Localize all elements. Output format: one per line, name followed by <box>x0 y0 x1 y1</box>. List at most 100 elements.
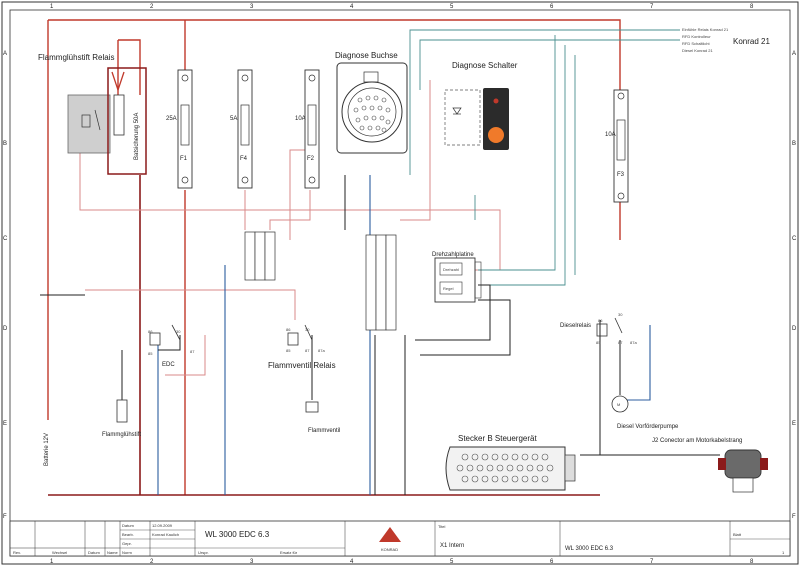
relay-pin: 86 <box>286 327 291 332</box>
konrad-signal: Diesel Konrad 21 <box>682 48 713 53</box>
col-marker: 7 <box>650 559 654 565</box>
wire-pink-4 <box>85 289 296 320</box>
diagnose-switch-frame <box>444 89 481 146</box>
tb-header: Datum <box>88 550 100 555</box>
relay-pin: 87 <box>618 340 623 345</box>
led-icon <box>452 107 462 115</box>
sheet-label: Blatt <box>733 532 742 537</box>
konrad-signal: RFD Kontrolleur <box>682 34 711 39</box>
wire-blue-4 <box>625 325 651 401</box>
diagnose-buchse-label: Diagnose Buchse <box>335 51 398 60</box>
stecker-b-label: Stecker B Steuergerät <box>458 434 537 443</box>
col-marker: 2 <box>150 559 154 565</box>
row-marker: D <box>792 326 797 332</box>
column-markers: 1 2 3 4 5 6 7 8 <box>50 4 754 10</box>
wires-red <box>47 19 621 495</box>
wire-teal-3 <box>478 35 556 271</box>
row-marker: A <box>3 51 7 57</box>
tb-meta-value: Konrad Kaulich <box>152 532 179 537</box>
konrad-signal-list: Einfühle Relais Konrad 21 RFD Kontrolleu… <box>682 27 729 53</box>
wire-black-5 <box>158 335 181 351</box>
fuse-f1-rating: 25A <box>166 116 177 122</box>
svg-text:M: M <box>617 402 620 407</box>
wires-black <box>40 129 720 495</box>
konrad-label: Konrad 21 <box>733 37 770 46</box>
wires-teal <box>409 29 680 286</box>
row-marker: B <box>3 141 7 147</box>
tb-header: Rev. <box>13 550 21 555</box>
col-marker: 3 <box>250 559 254 565</box>
konrad-logo: KONRAD <box>379 527 401 552</box>
relay-pin: 85 <box>596 340 601 345</box>
col-marker: 6 <box>550 4 554 10</box>
col-marker: 5 <box>450 4 454 10</box>
row-marker: B <box>792 141 796 147</box>
wires-blue <box>157 175 651 495</box>
wire-black-9 <box>415 284 491 341</box>
row-marker: E <box>792 421 796 427</box>
drehzahlplatine-label: Drehzahlplatine <box>432 252 474 258</box>
tb-meta-value: 12.09.2009 <box>152 523 173 528</box>
drawing-ref: WL 3000 EDC 6.3 <box>565 546 614 552</box>
fuse-f3-rating: 10A <box>605 132 616 138</box>
battery-fuse-50a-label: Batsicherung 50A <box>134 113 140 160</box>
relay-pin: 30 <box>305 327 310 332</box>
col-marker: 3 <box>250 4 254 10</box>
title-block-meta: Datum Bearb. Gepr. Norm 12.09.2009 Konra… <box>122 523 179 555</box>
relay-pin: 87 <box>190 349 195 354</box>
konrad-signal: RFD Schaltlicht <box>682 41 710 46</box>
column-markers-bottom: 1 2 3 4 5 6 7 8 <box>50 559 754 565</box>
motor-icon: M <box>611 395 629 413</box>
fuse-f3-id: F3 <box>617 172 625 178</box>
terminal-block-right <box>365 234 397 331</box>
down-arrow-icon <box>111 71 125 93</box>
row-marker: A <box>792 51 796 57</box>
relay-coil-icon <box>81 109 101 131</box>
flammventil-relay-pins: 86 30 85 87 87a <box>286 327 325 353</box>
flammgluehstift-relais <box>67 94 111 154</box>
title-value: X1 Intern <box>440 543 464 549</box>
batterie-label: Batterie 12V <box>44 433 50 466</box>
battery-fuse-50a-box <box>107 67 147 175</box>
tb-meta-label: Gepr. <box>122 541 132 546</box>
battery-fuse-50a <box>113 94 125 136</box>
wire-top-bus <box>48 19 621 90</box>
edc-relay-pins: 86 30 85 87 <box>148 329 195 356</box>
fuse-f2: 10A F2 <box>295 69 320 189</box>
col-marker: 4 <box>350 4 354 10</box>
diagnose-switch <box>483 88 509 150</box>
relay-pin: 86 <box>598 318 603 323</box>
relay-pin: 30 <box>618 312 623 317</box>
fuse-f2-rating: 10A <box>295 116 306 122</box>
drehzahl-box-2: Regel <box>443 286 454 291</box>
row-marker: C <box>792 236 797 242</box>
drehzahl-box-1: Drehzahl <box>443 267 459 272</box>
col-marker: 2 <box>150 4 154 10</box>
company-name: KONRAD <box>381 547 398 552</box>
fuse-f4-id: F4 <box>240 156 248 162</box>
wire-teal-4 <box>478 45 566 286</box>
wire-black-10 <box>420 299 511 356</box>
tb-meta-label: Norm <box>122 550 132 555</box>
edc-label: EDC <box>162 362 175 368</box>
j2-connector <box>718 449 768 493</box>
drehzahlplatine: Drehzahl Regel <box>434 257 482 303</box>
col-marker: 1 <box>50 559 54 565</box>
diagnose-connector <box>336 62 408 154</box>
col-marker: 1 <box>50 4 54 10</box>
relay-pin: 85 <box>286 348 291 353</box>
tb-header: Wechsel <box>52 550 67 555</box>
flammgluehstift-relais-label: Flammglühstift Relais <box>38 53 114 62</box>
col-marker: 4 <box>350 559 354 565</box>
flammventil-label: Flammventil <box>308 428 340 434</box>
tb-meta-label: Datum <box>122 523 134 528</box>
row-marker: F <box>792 514 796 520</box>
wires-darkred <box>48 175 600 496</box>
fuse-f2-id: F2 <box>307 156 315 162</box>
col-marker: 5 <box>450 559 454 565</box>
row-marker: C <box>3 236 8 242</box>
row-marker: F <box>3 514 7 520</box>
title-block <box>9 520 791 557</box>
orig-label: Urspr. <box>198 550 209 555</box>
